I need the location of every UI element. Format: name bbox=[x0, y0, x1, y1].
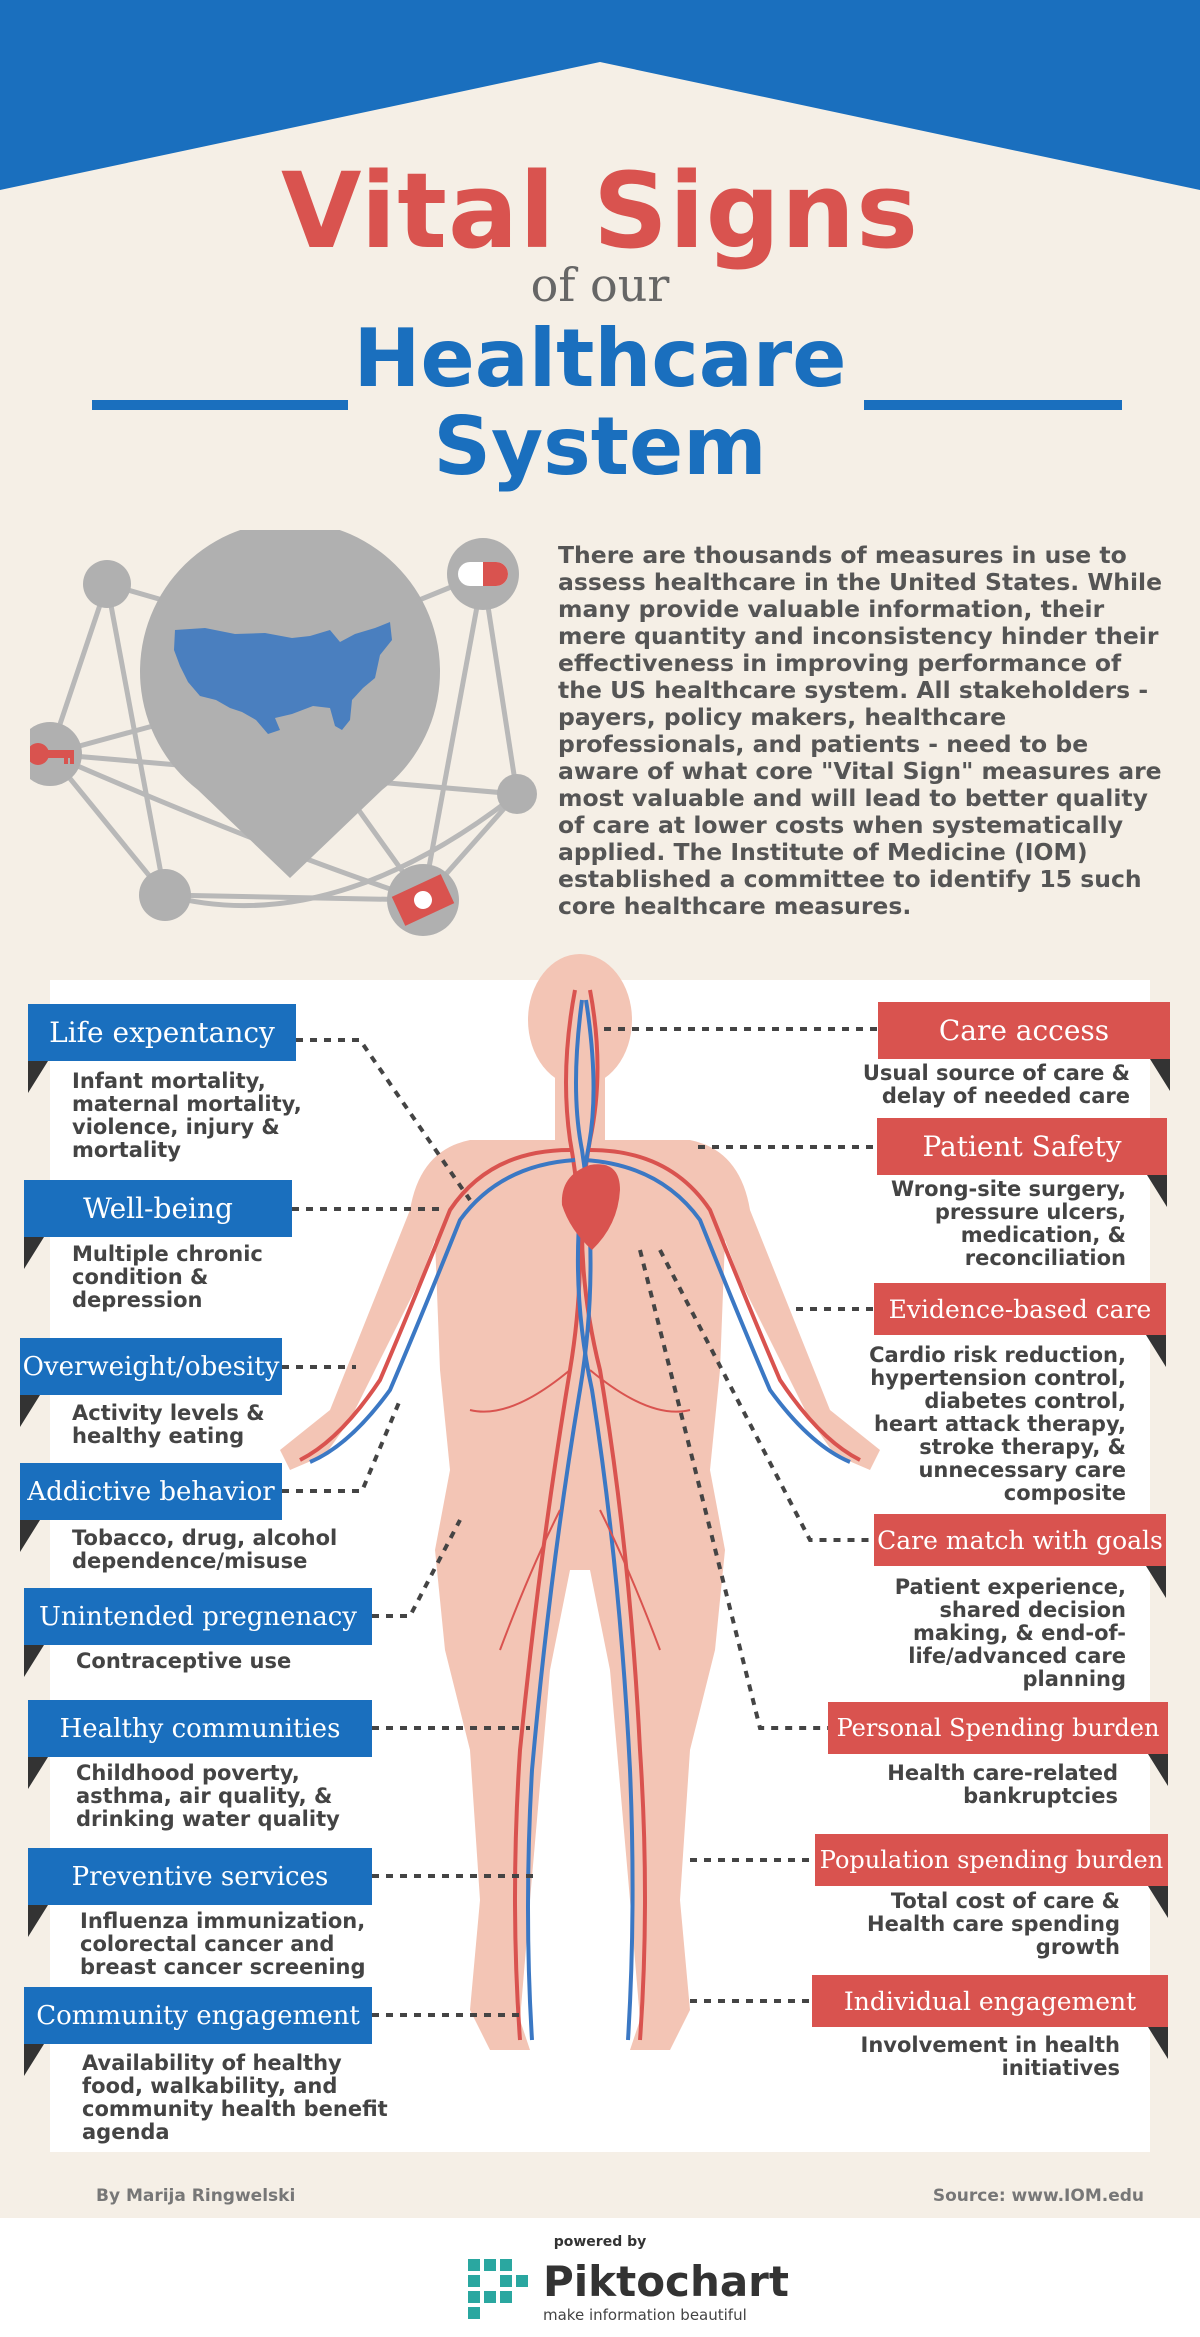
key-icon bbox=[30, 722, 82, 786]
measure-label-preventive-services: Preventive services bbox=[28, 1848, 372, 1937]
header-banner bbox=[0, 0, 1200, 190]
title-vital-signs: Vital Signs bbox=[281, 150, 919, 272]
measure-label-care-access: Care access bbox=[878, 1002, 1170, 1091]
money-icon bbox=[387, 864, 459, 936]
source-credit: Source: www.IOM.edu bbox=[932, 2186, 1144, 2206]
network-map-illustration bbox=[30, 530, 537, 936]
measure-label-unintended-pregnancy: Unintended pregnenacy bbox=[24, 1588, 372, 1677]
measure-label-community-engagement: Community engagement bbox=[24, 1987, 372, 2076]
measure-desc-population-spending-burden: Total cost of care & Health care spendin… bbox=[867, 1889, 1120, 1959]
measure-desc-community-engagement: Availability of healthy food, walkabilit… bbox=[82, 2051, 388, 2144]
title-of-our: of our bbox=[530, 258, 670, 312]
piktochart-logo-icon bbox=[468, 2259, 528, 2319]
measure-desc-addictive-behavior: Tobacco, drug, alcohol dependence/misuse bbox=[72, 1526, 338, 1573]
measure-label-evidence-based-care: Evidence-based care bbox=[874, 1283, 1166, 1367]
piktochart-tagline: make information beautiful bbox=[543, 2306, 747, 2324]
footer bbox=[0, 2218, 1200, 2337]
title-system: System bbox=[433, 400, 767, 493]
measure-label-individual-engagement: Individual engagement bbox=[812, 1975, 1168, 2059]
measure-label-patient-safety: Patient Safety bbox=[877, 1118, 1167, 1207]
measure-label-personal-spending-burden: Personal Spending burden bbox=[828, 1702, 1168, 1786]
measure-label-healthy-communities: Healthy communities bbox=[28, 1700, 372, 1789]
intro-paragraph: There are thousands of measures in use t… bbox=[558, 541, 1163, 920]
measure-label-care-match-with-goals: Care match with goals bbox=[874, 1514, 1166, 1598]
us-map-shape bbox=[174, 622, 392, 734]
measure-desc-personal-spending-burden: Health care-related bankruptcies bbox=[887, 1761, 1118, 1808]
measure-desc-healthy-communities: Childhood poverty, asthma, air quality, … bbox=[76, 1761, 340, 1831]
powered-by-label: powered by bbox=[553, 2234, 647, 2250]
measure-label-well-being: Well-being bbox=[24, 1180, 292, 1269]
measure-desc-overweight-obesity: Activity levels & healthy eating bbox=[72, 1401, 265, 1448]
measure-desc-care-match-with-goals: Patient experience, shared decision maki… bbox=[894, 1575, 1126, 1691]
pill-icon bbox=[447, 538, 519, 610]
title-healthcare: Healthcare bbox=[353, 312, 847, 405]
measure-desc-well-being: Multiple chronic condition & depression bbox=[72, 1242, 263, 1312]
measure-desc-care-access: Usual source of care & delay of needed c… bbox=[862, 1061, 1130, 1108]
title-rule-right bbox=[864, 400, 1122, 410]
author-credit: By Marija Ringwelski bbox=[96, 2186, 296, 2206]
measure-desc-evidence-based-care: Cardio risk reduction, hypertension cont… bbox=[869, 1343, 1126, 1505]
measure-desc-preventive-services: Influenza immunization, colorectal cance… bbox=[80, 1909, 366, 1979]
measure-desc-unintended-pregnancy: Contraceptive use bbox=[76, 1649, 292, 1673]
measure-desc-life-expectancy: Infant mortality, maternal mortality, vi… bbox=[72, 1069, 302, 1162]
measure-label-overweight-obesity: Overweight/obesity bbox=[20, 1338, 282, 1427]
title-rule-left bbox=[92, 400, 348, 410]
measure-label-life-expectancy: Life expentancy bbox=[28, 1004, 296, 1093]
measure-desc-patient-safety: Wrong-site surgery, pressure ulcers, med… bbox=[890, 1177, 1126, 1270]
piktochart-brand[interactable]: Piktochart bbox=[543, 2257, 789, 2306]
heart-shape bbox=[561, 1164, 620, 1250]
measure-label-population-spending-burden: Population spending burden bbox=[815, 1834, 1168, 1918]
measure-desc-individual-engagement: Involvement in health initiatives bbox=[860, 2033, 1120, 2080]
measure-label-addictive-behavior: Addictive behavior bbox=[20, 1463, 282, 1552]
